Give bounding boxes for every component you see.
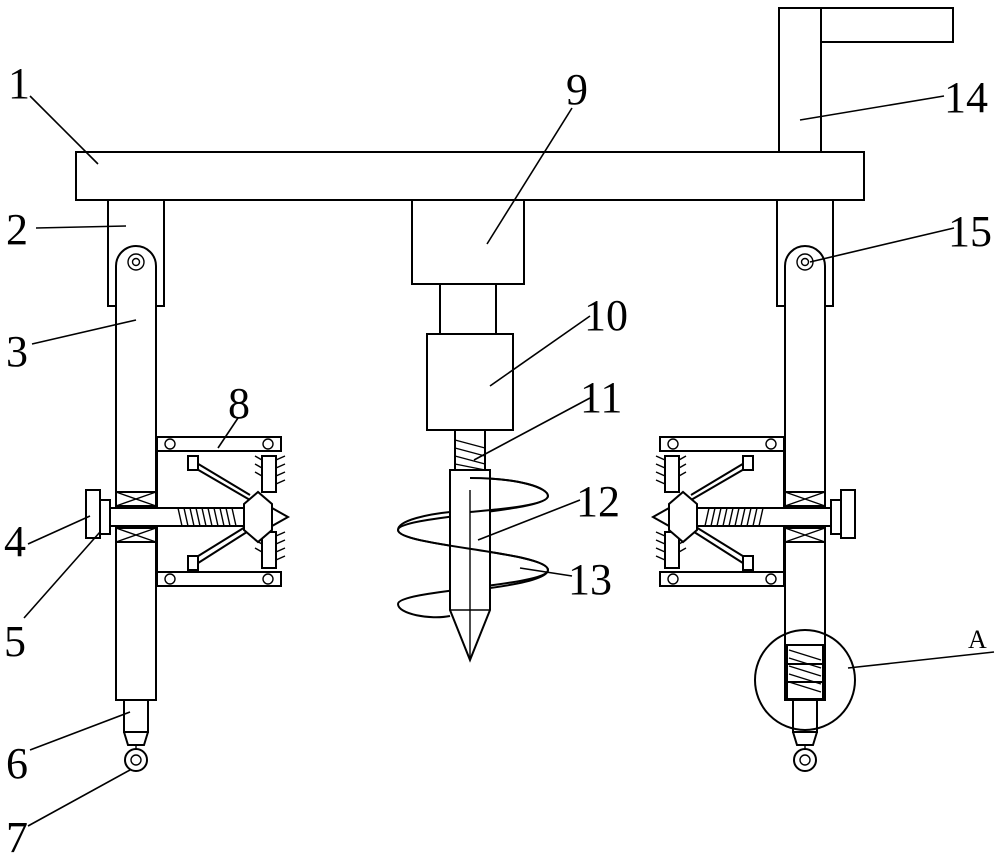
right-leg	[784, 245, 826, 701]
left-leg	[115, 245, 157, 701]
right-clamp-assembly	[650, 436, 856, 587]
right-caster	[792, 699, 818, 772]
leader-lines	[23, 95, 995, 827]
callout-15: 15	[948, 207, 992, 256]
callout-12: 12	[576, 477, 620, 526]
callout-9: 9	[566, 65, 588, 114]
callout-a: A	[968, 625, 987, 654]
callout-2: 2	[6, 205, 28, 254]
callout-6: 6	[6, 739, 28, 788]
left-caster	[123, 699, 149, 772]
coupling	[426, 333, 514, 431]
callout-8: 8	[228, 379, 250, 428]
handle	[778, 7, 954, 154]
callouts: 1 2 3 4 5 6 7 8 9 10 11 12 13 14 15 A	[4, 59, 992, 859]
callout-7: 7	[6, 813, 28, 859]
callout-14: 14	[944, 73, 988, 122]
top-beam	[75, 151, 865, 201]
callout-3: 3	[6, 327, 28, 376]
callout-11: 11	[580, 373, 622, 422]
callout-1: 1	[8, 59, 30, 108]
callout-4: 4	[4, 517, 26, 566]
callout-13: 13	[568, 555, 612, 604]
callout-10: 10	[584, 291, 628, 340]
auger	[396, 469, 550, 663]
detail-a-marker	[754, 629, 856, 731]
callout-5: 5	[4, 617, 26, 666]
left-clamp-assembly	[85, 436, 291, 587]
drive-shaft	[439, 283, 497, 335]
threaded-connector	[454, 429, 486, 471]
